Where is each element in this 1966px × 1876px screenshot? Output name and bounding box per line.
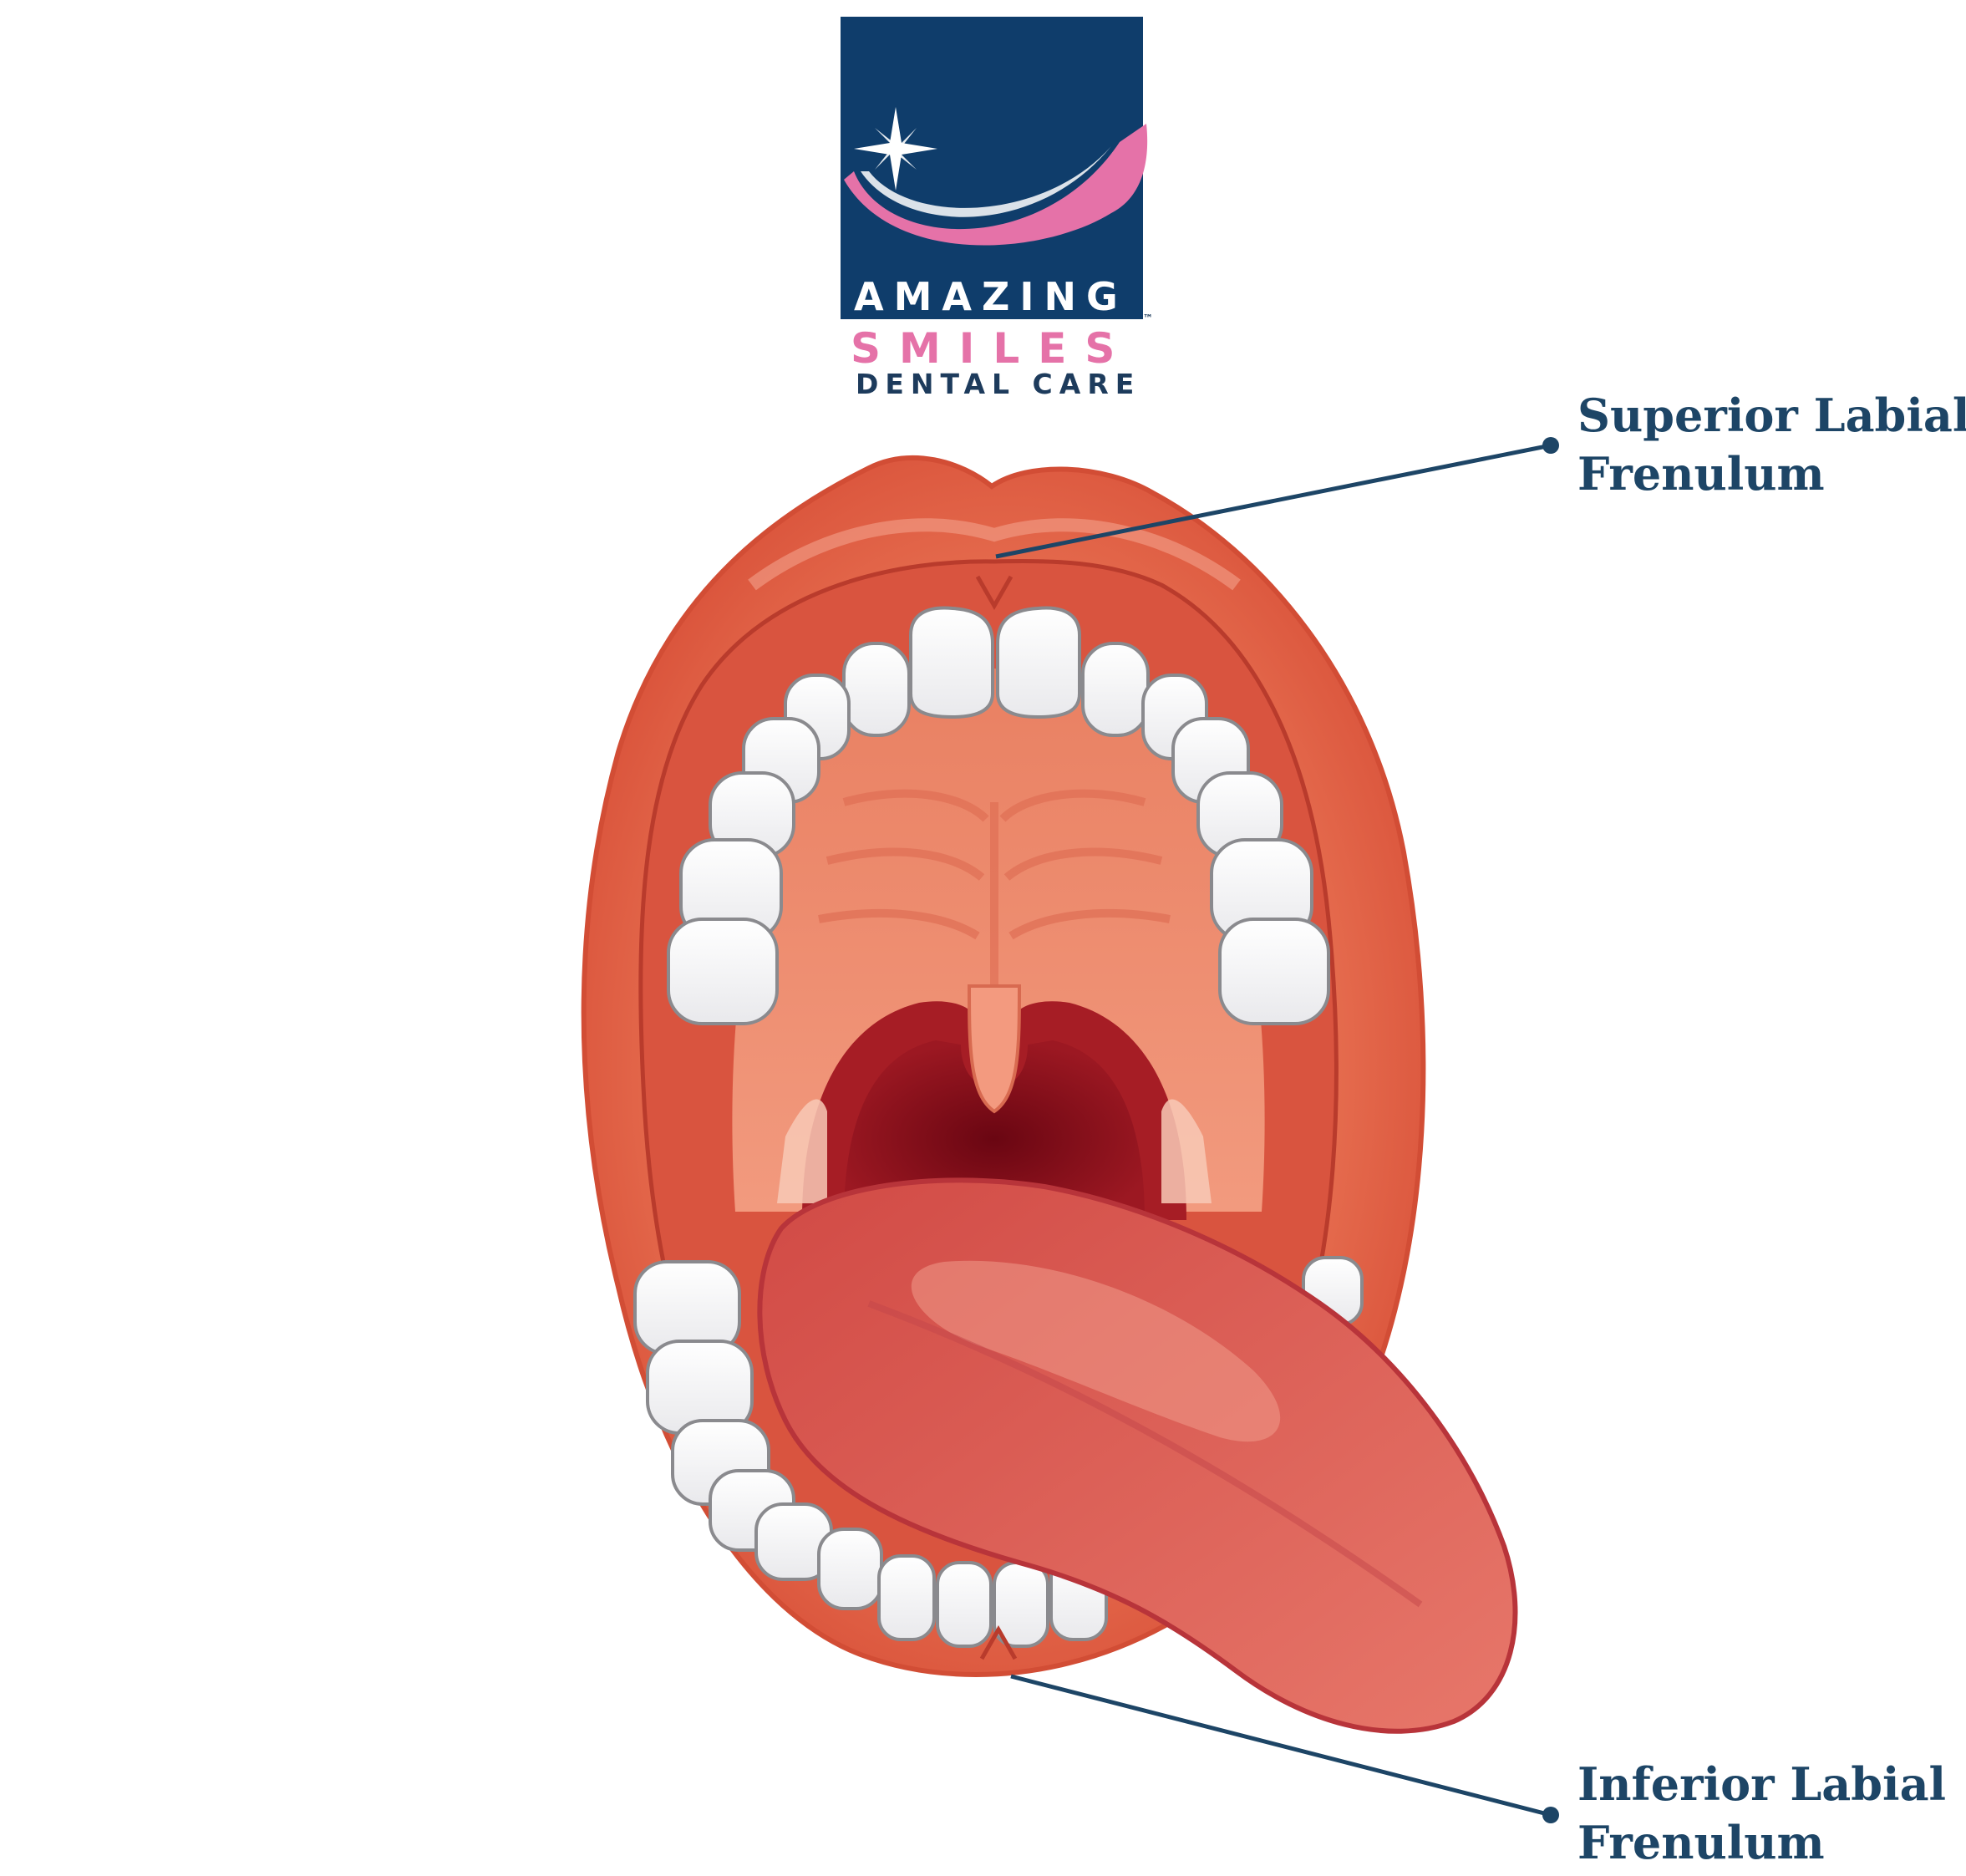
inferior-leader-dot (1542, 1807, 1559, 1823)
smile-swoosh-icon (844, 124, 1148, 246)
tooth (667, 918, 779, 1025)
superior-label-line2: Frenulum (1577, 447, 1825, 501)
tooth (936, 1561, 993, 1648)
tooth (842, 642, 911, 737)
tongue-midline (867, 1300, 1423, 1608)
tooth (1218, 918, 1330, 1025)
tooth (877, 1554, 936, 1641)
logo-smiles-text: Smiles (851, 324, 1134, 373)
logo-trademark: ™ (1143, 313, 1153, 324)
inferior-frenulum-mark (979, 1624, 1018, 1660)
tongue-sheen (911, 1260, 1281, 1442)
tonsils (777, 1099, 1212, 1203)
inferior-label-line1: Inferior Labial (1577, 1757, 1947, 1811)
tooth (996, 606, 1081, 719)
upper-teeth (667, 606, 1330, 1025)
tongue (757, 1177, 1518, 1734)
logo-navy-square (841, 17, 1143, 319)
sparkle-icon (854, 107, 937, 191)
superior-leader (995, 437, 1559, 559)
logo-dental-care-text: Dental Care (856, 368, 1141, 400)
logo-amazing-text: Amazing (854, 274, 1128, 319)
lip-highlight (748, 518, 1241, 591)
superior-leader-line (995, 443, 1552, 559)
tooth (1081, 642, 1150, 737)
tooth (909, 606, 994, 719)
inferior-leader (1010, 1674, 1559, 1823)
tooth (817, 1528, 883, 1610)
superior-leader-dot (1542, 437, 1559, 454)
superior-label-line1: Superior Labial (1577, 389, 1966, 442)
superior-labial-frenulum-label: Superior Labial Frenulum (1577, 386, 1966, 503)
superior-frenulum-mark (975, 575, 1013, 611)
amazing-smiles-logo (841, 17, 1148, 319)
inferior-label-line2: Frenulum (1577, 1816, 1825, 1869)
inferior-labial-frenulum-label: Inferior Labial Frenulum (1577, 1755, 1946, 1872)
inferior-leader-line (1010, 1674, 1552, 1818)
uvula (967, 984, 1022, 1114)
palate-ridges (818, 789, 1171, 986)
throat-dark (844, 1040, 1145, 1220)
